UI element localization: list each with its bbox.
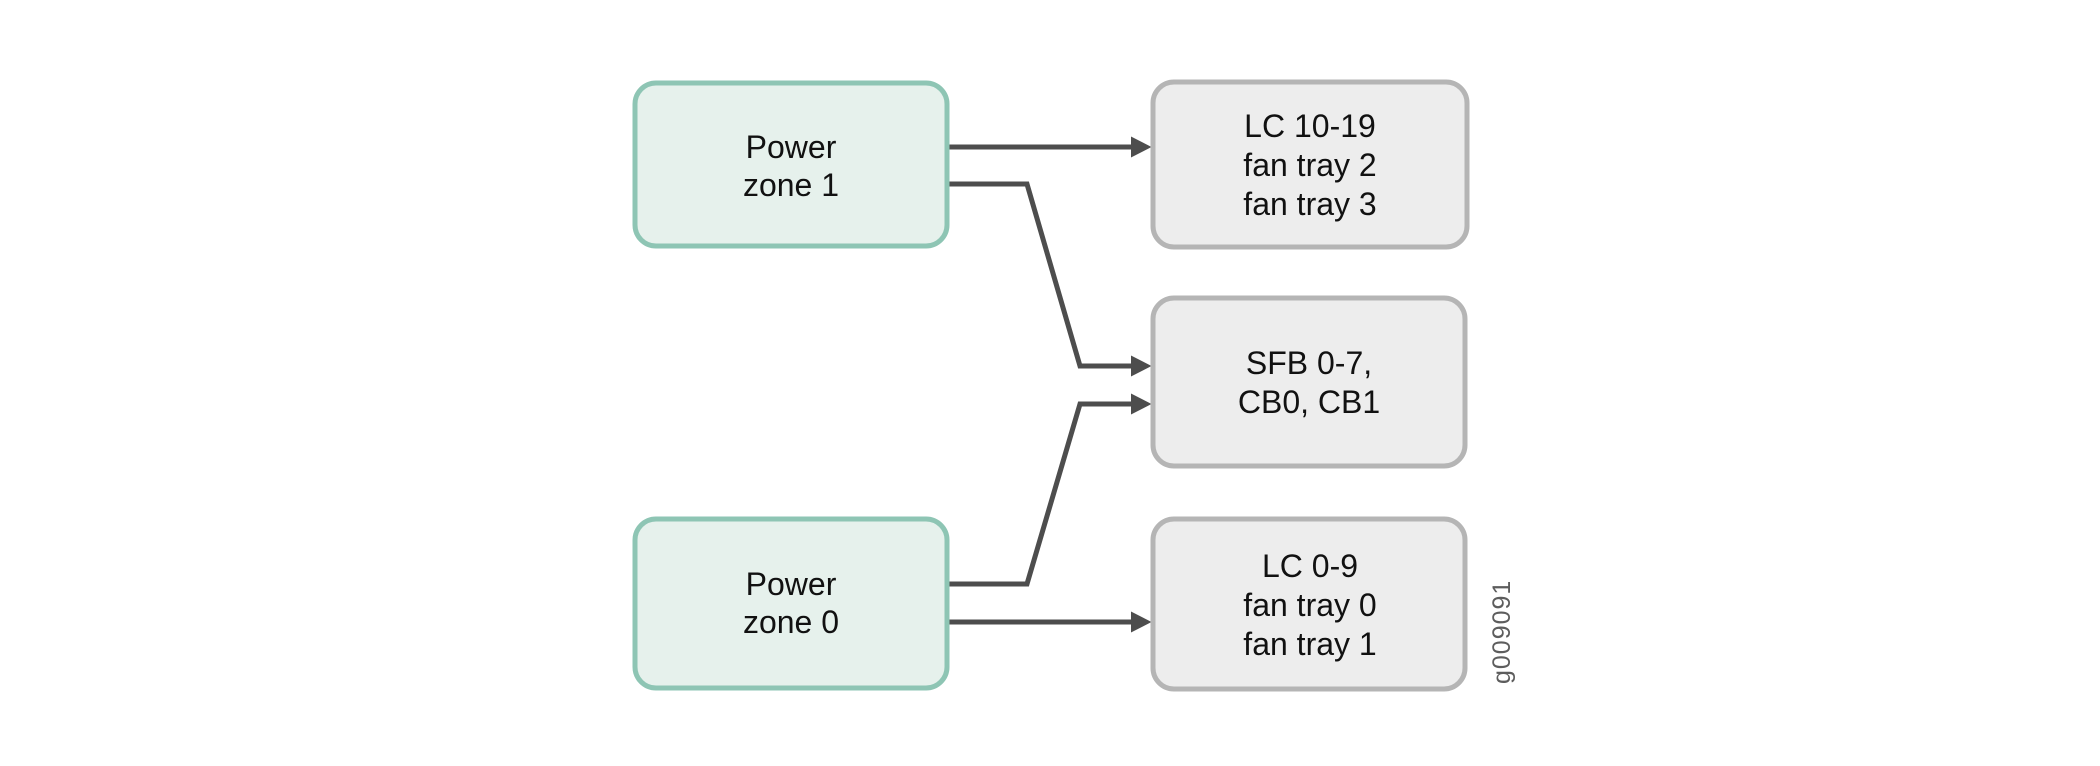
lc-upper-label-line1: LC 10-19 — [1244, 108, 1376, 144]
node-sfb: SFB 0-7, CB0, CB1 — [1150, 295, 1468, 469]
arrowhead-zone1-to-sfb — [1131, 355, 1152, 377]
arrowhead-zone0-to-sfb — [1131, 393, 1152, 415]
node-power-zone-1: Power zone 1 — [632, 80, 950, 249]
lc-lower-label-line2: fan tray 0 — [1243, 587, 1376, 623]
sfb-label-line2: CB0, CB1 — [1238, 384, 1380, 420]
lc-lower-box — [1150, 516, 1468, 692]
figure-id-label: g009091 — [1488, 580, 1516, 684]
power-zone-0-label-line1: Power — [746, 566, 837, 602]
lc-lower-label-line1: LC 0-9 — [1262, 548, 1358, 584]
arrowhead-zone0-to-lc-lower — [1131, 611, 1152, 633]
power-zone-1-box — [632, 80, 950, 249]
lc-lower-label-line3: fan tray 1 — [1243, 626, 1376, 662]
connector-zone0-to-sfb — [944, 401, 1132, 587]
node-lc-upper: LC 10-19 fan tray 2 fan tray 3 — [1150, 79, 1470, 250]
power-zone-1-label-line2: zone 1 — [743, 167, 839, 203]
node-power-zone-0: Power zone 0 — [632, 516, 950, 691]
power-zone-0-box — [632, 516, 950, 691]
sfb-box — [1150, 295, 1468, 469]
connector-zone1-to-sfb — [944, 181, 1132, 369]
node-lc-lower: LC 0-9 fan tray 0 fan tray 1 — [1150, 516, 1468, 692]
lc-upper-label-line2: fan tray 2 — [1243, 147, 1376, 183]
arrowhead-zone1-to-lc-upper — [1131, 136, 1152, 158]
lc-upper-box — [1150, 79, 1470, 250]
power-zone-1-label-line1: Power — [746, 129, 837, 165]
lc-upper-label-line3: fan tray 3 — [1243, 186, 1376, 222]
power-zone-0-label-line2: zone 0 — [743, 604, 839, 640]
sfb-label-line1: SFB 0-7, — [1246, 345, 1372, 381]
connectors — [944, 136, 1152, 633]
